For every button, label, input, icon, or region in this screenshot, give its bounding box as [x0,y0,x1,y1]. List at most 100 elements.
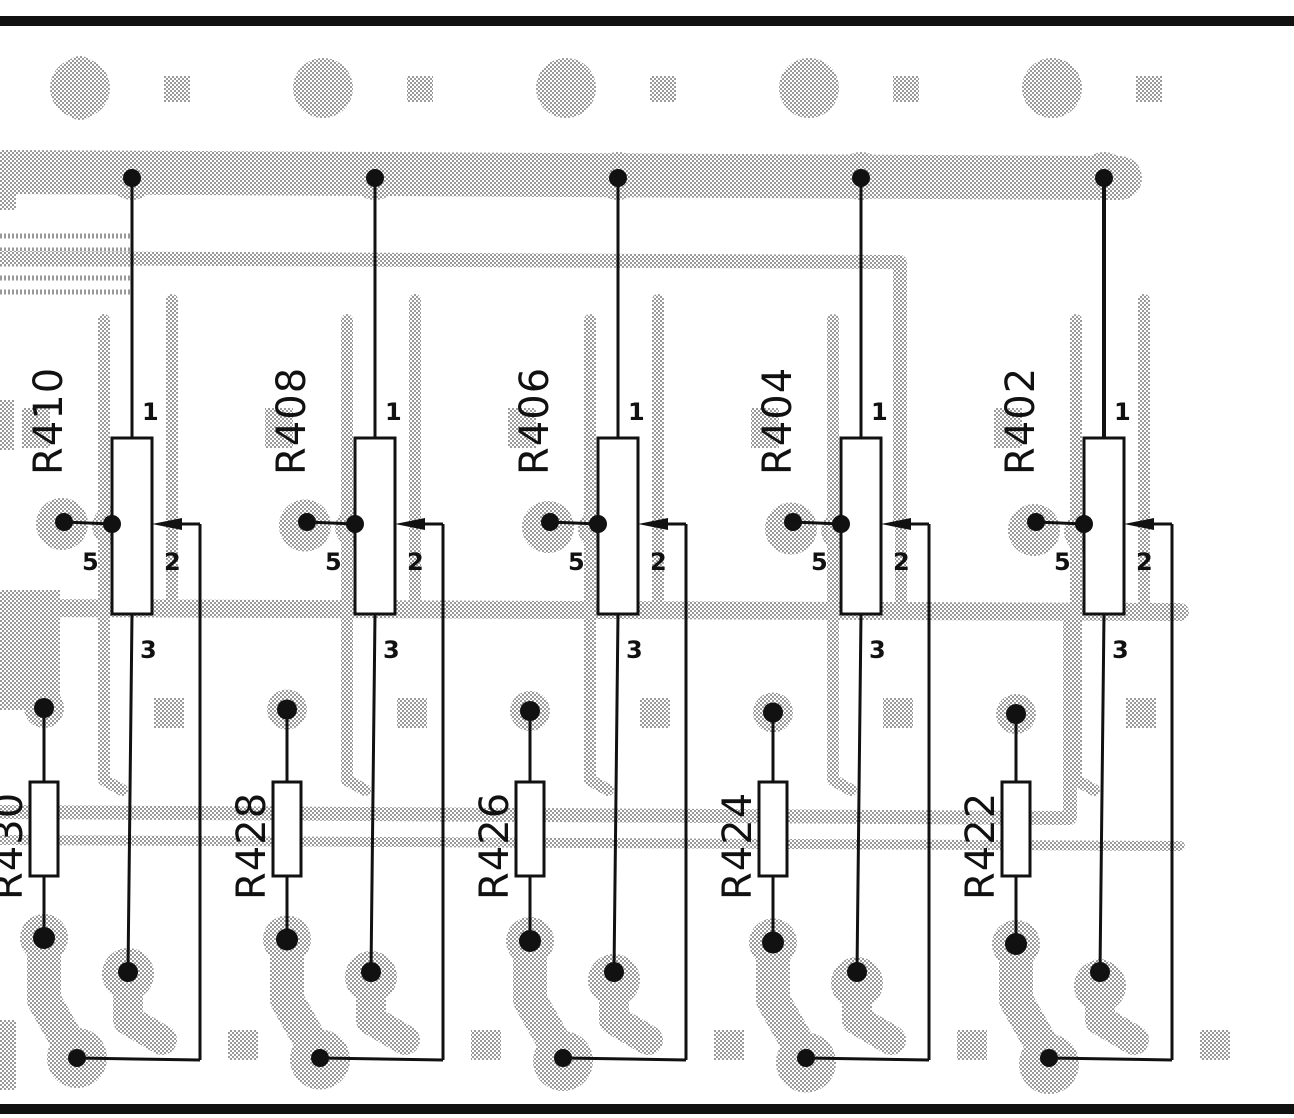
trimmer-wiper-arrow [1124,518,1154,530]
copper-via-bottom [471,1030,501,1060]
pin-3-label: 3 [626,636,643,664]
trimmer-pin3-pad [118,962,138,982]
copper-via-top [893,76,919,102]
copper-pad-hole [555,77,577,99]
copper-wiper-link [999,921,1066,1075]
pin-1-label: 1 [385,398,402,426]
copper-edge-block [0,400,14,450]
trimmer-pin3-pad [1090,962,1110,982]
resistor-ref-label: R426 [472,792,518,900]
copper-trimmer-loop [98,294,178,796]
pin-1-label: 1 [871,398,888,426]
copper-via-mid [154,698,184,728]
pin-1-label: 1 [1114,398,1131,426]
trimmer-pin3-pad [847,962,867,982]
copper-via-bottom [1200,1030,1230,1060]
copper-via-bottom [714,1030,744,1060]
copper-pin3-link [1085,959,1149,1055]
trimmer-ref-label: R408 [269,367,315,475]
copper-trimmer-loop [584,294,664,796]
resistor-pad-bottom [519,930,541,952]
copper-trimmer-loop [341,294,421,796]
trimmer-wiper-link [805,1056,930,1062]
pin-5-label: 5 [811,548,828,576]
trimmer-lead-bottom [369,613,377,973]
trimmer-ref-label: R404 [755,367,801,475]
trimmer-lead-bottom [612,613,620,973]
copper-traces-layer [0,56,1230,1094]
copper-pad-hole [798,77,820,99]
copper-via-mid [1126,698,1156,728]
copper-edge-block [0,1020,16,1090]
copper-pad-oval [58,56,102,120]
trimmer-wiper-arrow [395,518,425,530]
pin-1-label: 1 [628,398,645,426]
frame-top-border [0,16,1294,26]
copper-via-left [22,408,50,448]
resistor-ref-label: R430 [0,792,32,900]
copper-pad-hole [312,77,334,99]
copper-via-mid [397,698,427,728]
trimmer-ref-label: R402 [998,367,1044,475]
resistor-ref-label: R428 [229,792,275,900]
pin-2-label: 2 [164,548,181,576]
trimmer-center-node [589,515,607,533]
copper-via-top [650,76,676,102]
resistor-ref-label: R424 [715,792,761,900]
copper-pin3-link [842,959,906,1055]
copper-via-left [508,408,536,448]
resistor-pad-bottom [1005,933,1027,955]
copper-via-top [164,76,190,102]
trimmer-wiper-link [562,1056,687,1062]
trimmer-center-node [346,515,364,533]
pin-5-label: 5 [568,548,585,576]
frame-bottom-border [0,1104,1294,1114]
trimmer-pin3-pad [361,962,381,982]
copper-wiper-link [27,921,94,1075]
copper-wiper-link [270,921,337,1075]
pin-3-label: 3 [1112,636,1129,664]
resistor-body [271,780,303,878]
copper-edge-block [0,590,60,710]
trimmer-wiper-link [319,1056,444,1062]
copper-via-top [407,76,433,102]
resistor-body [28,780,60,878]
resistor-ref-label: R422 [958,792,1004,900]
copper-via-left [751,408,779,448]
copper-via-left [994,408,1022,448]
trimmer-body [839,436,883,616]
copper-bus-top [0,150,1142,200]
trimmer-ref-label: R410 [26,367,72,475]
copper-via-bottom [228,1030,258,1060]
copper-via-bottom [957,1030,987,1060]
resistor-body [514,780,546,878]
copper-via-mid [640,698,670,728]
pin-2-label: 2 [893,548,910,576]
resistor-pad-bottom [33,927,55,949]
pin-5-label: 5 [325,548,342,576]
resistor-body [1000,780,1032,878]
trimmer-pin3-pad [604,962,624,982]
pin-3-label: 3 [140,636,157,664]
trimmer-wiper-arrow [881,518,911,530]
pin-5-label: 5 [82,548,99,576]
copper-via-mid [883,698,913,728]
trimmer-center-node [832,515,850,533]
trimmer-center-node [103,515,121,533]
pin-2-label: 2 [407,548,424,576]
copper-trimmer-loop [827,294,907,796]
trimmer-wiper-arrow [638,518,668,530]
pin-3-label: 3 [383,636,400,664]
copper-edge-block [0,150,16,210]
copper-pin3-link [356,959,420,1055]
copper-via-top [1136,76,1162,102]
copper-via-left [265,408,293,448]
trimmer-wiper-link [76,1056,201,1062]
copper-pad-hole [1041,77,1063,99]
pin-1-label: 1 [142,398,159,426]
copper-wiper-link [756,921,823,1075]
trimmer-lead-bottom [1098,613,1106,973]
trimmer-ref-label: R406 [512,367,558,475]
pin-2-label: 2 [1136,548,1153,576]
